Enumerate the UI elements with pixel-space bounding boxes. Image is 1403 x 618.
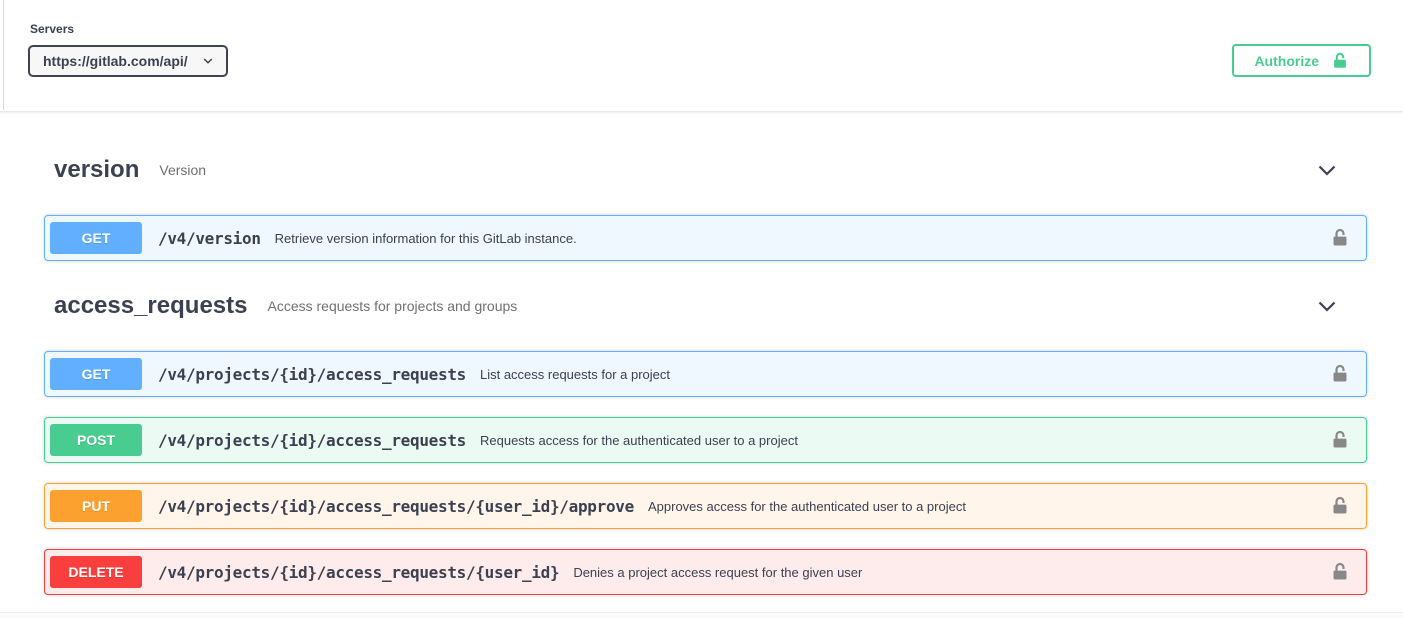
unlocked-padlock-icon bbox=[1330, 364, 1350, 384]
operation-summary: List access requests for a project bbox=[479, 366, 671, 382]
chevron-down-icon bbox=[1315, 158, 1339, 182]
method-badge: POST bbox=[50, 424, 142, 456]
next-section-edge bbox=[0, 612, 1403, 618]
operation-auth-button[interactable] bbox=[1330, 430, 1350, 450]
scheme-container: Servers https://gitlab.com/api/ Authoriz… bbox=[0, 0, 1403, 112]
unlocked-padlock-icon bbox=[1330, 228, 1350, 248]
method-badge: GET bbox=[50, 222, 142, 254]
unlocked-padlock-icon bbox=[1330, 562, 1350, 582]
opblock-get-access-requests[interactable]: GET /v4/projects/{id}/access_requests Li… bbox=[44, 351, 1367, 397]
section-title: version bbox=[54, 156, 140, 183]
section-version: version Version GET /v4/version Retrieve… bbox=[44, 145, 1367, 261]
method-badge: PUT bbox=[50, 490, 142, 522]
section-collapse-button[interactable] bbox=[1315, 294, 1339, 318]
operation-path: /v4/projects/{id}/access_requests/{user_… bbox=[158, 496, 634, 516]
operation-path: /v4/version bbox=[158, 228, 261, 248]
section-collapse-button[interactable] bbox=[1315, 158, 1339, 182]
servers-label: Servers bbox=[30, 22, 75, 36]
operation-path: /v4/projects/{id}/access_requests/{user_… bbox=[158, 562, 560, 582]
opblock-delete-access-request[interactable]: DELETE /v4/projects/{id}/access_requests… bbox=[44, 549, 1367, 595]
servers-select-value: https://gitlab.com/api/ bbox=[43, 53, 188, 69]
opblock-get-version[interactable]: GET /v4/version Retrieve version informa… bbox=[44, 215, 1367, 261]
operation-path: /v4/projects/{id}/access_requests bbox=[158, 430, 466, 450]
operation-auth-button[interactable] bbox=[1330, 364, 1350, 384]
operation-summary: Denies a project access request for the … bbox=[573, 564, 863, 580]
opblock-put-approve-access-request[interactable]: PUT /v4/projects/{id}/access_requests/{u… bbox=[44, 483, 1367, 529]
operation-summary: Approves access for the authenticated us… bbox=[647, 498, 966, 514]
opblock-post-access-requests[interactable]: POST /v4/projects/{id}/access_requests R… bbox=[44, 417, 1367, 463]
section-header-version[interactable]: version Version bbox=[44, 145, 1367, 195]
operation-auth-button[interactable] bbox=[1330, 496, 1350, 516]
operation-auth-button[interactable] bbox=[1330, 228, 1350, 248]
authorize-button-label: Authorize bbox=[1254, 52, 1319, 69]
chevron-down-icon bbox=[1315, 294, 1339, 318]
unlocked-padlock-icon bbox=[1331, 52, 1349, 70]
authorize-button[interactable]: Authorize bbox=[1232, 44, 1371, 77]
operation-summary: Requests access for the authenticated us… bbox=[479, 432, 798, 448]
chevron-down-icon bbox=[203, 58, 212, 64]
operation-auth-button[interactable] bbox=[1330, 562, 1350, 582]
method-badge: DELETE bbox=[50, 556, 142, 588]
section-access-requests: access_requests Access requests for proj… bbox=[44, 281, 1367, 595]
api-operations-list: version Version GET /v4/version Retrieve… bbox=[0, 145, 1403, 595]
method-badge: GET bbox=[50, 358, 142, 390]
operation-path: /v4/projects/{id}/access_requests bbox=[158, 364, 466, 384]
container-edge-line bbox=[3, 0, 4, 110]
section-title: access_requests bbox=[54, 292, 248, 319]
unlocked-padlock-icon bbox=[1330, 496, 1350, 516]
operation-summary: Retrieve version information for this Gi… bbox=[274, 230, 577, 246]
section-description: Version bbox=[159, 162, 207, 178]
section-header-access-requests[interactable]: access_requests Access requests for proj… bbox=[44, 281, 1367, 331]
unlocked-padlock-icon bbox=[1330, 430, 1350, 450]
servers-select[interactable]: https://gitlab.com/api/ bbox=[28, 45, 228, 77]
section-description: Access requests for projects and groups bbox=[267, 298, 518, 314]
